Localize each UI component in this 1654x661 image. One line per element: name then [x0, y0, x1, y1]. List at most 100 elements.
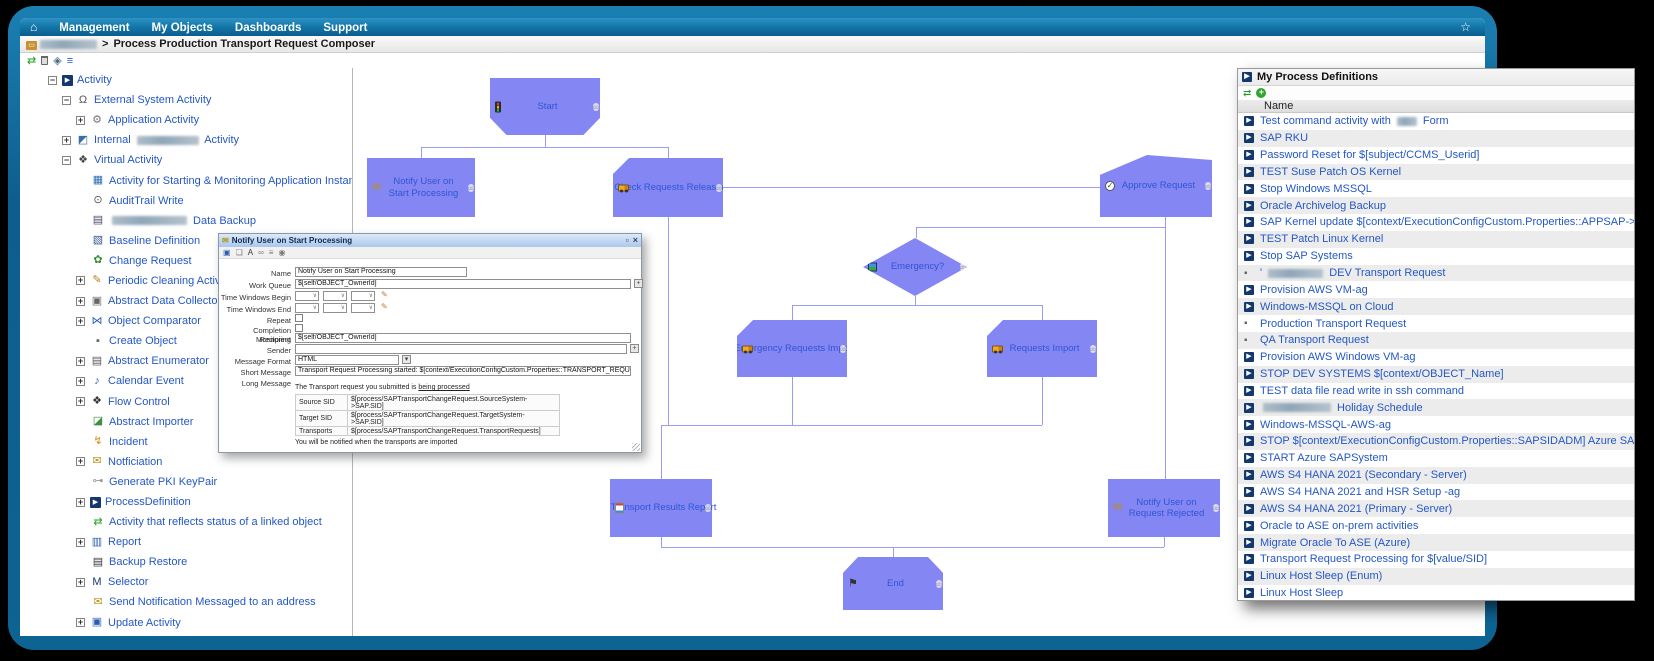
tree-item[interactable]: ✉Send Notification Messaged to an addres…: [20, 592, 352, 612]
process-definition-row[interactable]: ▶Windows-MSSQL-AWS-ag: [1238, 416, 1634, 433]
link-anchor-icon[interactable]: ∞: [935, 578, 942, 589]
process-definition-row[interactable]: ▶Provision AWS Windows VM-ag: [1238, 349, 1634, 366]
process-definition-link[interactable]: Windows-MSSQL on Cloud: [1260, 300, 1394, 313]
process-definition-row[interactable]: ▶Transport Request Processing for $[valu…: [1238, 551, 1634, 568]
expand-icon[interactable]: +: [76, 617, 85, 628]
process-definition-link[interactable]: SAP RKU: [1260, 132, 1309, 145]
process-definition-row[interactable]: ▪' DEV Transport Request: [1238, 264, 1634, 282]
sender-field[interactable]: [295, 344, 627, 354]
expand-icon[interactable]: +: [76, 375, 85, 386]
tree-item-label[interactable]: Data Backup: [109, 215, 256, 227]
expand-icon[interactable]: +: [76, 536, 85, 547]
process-definition-row[interactable]: ▶Password Reset for $[subject/CCMS_Useri…: [1238, 147, 1634, 164]
tree-item[interactable]: ▪Create Object: [20, 331, 352, 351]
tree-item-label[interactable]: Backup Restore: [109, 556, 188, 569]
picker-button[interactable]: +: [634, 279, 643, 288]
badge-icon[interactable]: ◈: [53, 55, 62, 67]
edit-pencil-icon[interactable]: ✎: [381, 290, 388, 299]
tree-item-label[interactable]: Report: [108, 536, 142, 549]
process-definition-link[interactable]: QA Transport Request: [1260, 334, 1369, 347]
process-definition-row[interactable]: ▶SAP Kernel update $[context/ExecutionCo…: [1238, 214, 1634, 231]
tree-item[interactable]: ◪Abstract Importer: [20, 412, 352, 432]
tree-item-label[interactable]: Internal Activity: [94, 134, 240, 147]
process-definition-link[interactable]: Oracle to ASE on-prem activities: [1260, 519, 1419, 532]
edit-pencil-icon[interactable]: ✎: [381, 302, 388, 311]
process-definition-link[interactable]: Windows-MSSQL-AWS-ag: [1260, 418, 1392, 431]
process-definition-row[interactable]: ▶STOP DEV SYSTEMS $[context/OBJECT_Name]: [1238, 365, 1634, 383]
dialog-title-bar[interactable]: ✉ Notify User on Start Processing ▫ ×: [219, 234, 641, 247]
process-definition-link[interactable]: TEST data file read write in ssh command: [1260, 384, 1464, 397]
tree-item[interactable]: −▶Activity: [20, 70, 352, 90]
tree-icon[interactable]: ≡: [268, 248, 274, 257]
process-definition-link[interactable]: Stop SAP Systems: [1260, 250, 1353, 263]
tree-item-label[interactable]: Activity: [77, 74, 112, 87]
process-node-approve[interactable]: ✓Approve Request∞: [1100, 155, 1212, 217]
copy-icon[interactable]: ❏: [235, 248, 243, 257]
work-queue-field[interactable]: $[self/OBJECT_OwnerId]: [295, 279, 631, 289]
tree-item-label[interactable]: Baseline Definition: [109, 234, 201, 247]
expand-icon[interactable]: +: [76, 496, 85, 507]
process-definition-row[interactable]: ▶SAP RKU: [1238, 129, 1634, 147]
layers-icon[interactable]: ≡: [66, 54, 74, 67]
time-window-select[interactable]: ∨: [351, 291, 375, 301]
add-icon[interactable]: +: [1256, 88, 1267, 98]
tree-item[interactable]: +◩Internal Activity: [20, 130, 352, 150]
trash-icon[interactable]: [41, 56, 49, 65]
tree-item-label[interactable]: Incident: [109, 435, 148, 448]
tree-item[interactable]: +▤Abstract Enumerator: [20, 351, 352, 371]
process-definition-row[interactable]: ▶Oracle Archivelog Backup: [1238, 197, 1634, 215]
process-definition-link[interactable]: Provision AWS VM-ag: [1260, 283, 1368, 296]
tree-item[interactable]: +✎Periodic Cleaning Activity: [20, 271, 352, 291]
process-definition-link[interactable]: SAP Kernel update $[context/ExecutionCon…: [1260, 216, 1634, 229]
expand-icon[interactable]: +: [76, 576, 85, 587]
tree-item-label[interactable]: Calendar Event: [108, 375, 184, 388]
refresh-icon[interactable]: ⇄: [27, 55, 37, 67]
process-definition-link[interactable]: Password Reset for $[subject/CCMS_Userid…: [1260, 149, 1480, 162]
tree-item[interactable]: ⇄Activity that reflects status of a link…: [20, 512, 352, 532]
tree-item[interactable]: ⊶Generate PKI KeyPair: [20, 472, 352, 492]
process-definition-link[interactable]: Test command activity with Form: [1260, 115, 1449, 128]
process-definition-link[interactable]: Linux Host Sleep (Enum): [1260, 570, 1383, 583]
process-definition-row[interactable]: ▶Test command activity with Form: [1238, 113, 1634, 130]
collapse-icon[interactable]: −: [62, 154, 71, 165]
process-definition-row[interactable]: ▶Windows-MSSQL on Cloud: [1238, 298, 1634, 316]
short-message-field[interactable]: Transport Request Processing started: $[…: [295, 366, 631, 376]
close-icon[interactable]: ×: [632, 235, 638, 245]
panel-column-header[interactable]: Name: [1238, 100, 1634, 113]
tree-item-label[interactable]: Generate PKI KeyPair: [109, 475, 218, 488]
home-icon[interactable]: ⌂: [30, 20, 38, 34]
process-definition-row[interactable]: ▶Stop SAP Systems: [1238, 248, 1634, 265]
tree-item[interactable]: +✉Notficiation: [20, 452, 352, 472]
tree-item[interactable]: +⋈Object Comparator: [20, 311, 352, 331]
tree-item[interactable]: +❖Flow Control: [20, 392, 352, 412]
completion-monitoring-checkbox[interactable]: [295, 324, 303, 332]
process-definition-link[interactable]: Oracle Archivelog Backup: [1260, 199, 1386, 212]
tree-item[interactable]: +⚙Application Activity: [20, 110, 352, 130]
recipient-field[interactable]: $[self/OBJECT_OwnerId]: [295, 333, 631, 343]
tree-item-label[interactable]: Create Object: [109, 335, 177, 348]
tree-item-label[interactable]: Change Request: [109, 254, 192, 267]
process-node-transport-results[interactable]: Transport Results Report∞: [610, 479, 716, 537]
process-definition-link[interactable]: AWS S4 HANA 2021 (Primary - Server): [1260, 502, 1453, 515]
process-definition-row[interactable]: ▶Migrate Oracle To ASE (Azure): [1238, 534, 1634, 551]
tree-item[interactable]: +♪Calendar Event: [20, 371, 352, 391]
tree-item[interactable]: ▤ Data Backup: [20, 211, 352, 231]
process-definition-link[interactable]: TEST Suse Patch OS Kernel: [1260, 165, 1402, 178]
process-definition-row[interactable]: ▶AWS S4 HANA 2021 and HSR Setup -ag: [1238, 484, 1634, 501]
process-definition-link[interactable]: STOP DEV SYSTEMS $[context/OBJECT_Name]: [1260, 368, 1504, 381]
tree-item-label[interactable]: AuditTrail Write: [109, 194, 184, 207]
process-definition-row[interactable]: ▶Linux Host Sleep (Enum): [1238, 567, 1634, 585]
message-format-field[interactable]: HTML: [295, 355, 399, 365]
process-definition-link[interactable]: START Azure SAPSystem: [1260, 452, 1388, 465]
time-window-select[interactable]: ∨: [323, 303, 347, 313]
process-definition-row[interactable]: ▶TEST Suse Patch OS Kernel: [1238, 163, 1634, 181]
name-field[interactable]: Notify User on Start Processing: [295, 267, 467, 277]
tree-item[interactable]: −❖Virtual Activity: [20, 150, 352, 170]
process-definition-link[interactable]: Stop Windows MSSQL: [1260, 182, 1372, 195]
link-anchor-icon[interactable]: ∞: [704, 503, 711, 513]
expand-icon[interactable]: +: [76, 456, 85, 467]
process-definition-link[interactable]: AWS S4 HANA 2021 and HSR Setup -ag: [1260, 485, 1461, 498]
process-definition-link[interactable]: Production Transport Request: [1260, 317, 1407, 330]
link-anchor-icon[interactable]: ∞: [1204, 181, 1211, 191]
